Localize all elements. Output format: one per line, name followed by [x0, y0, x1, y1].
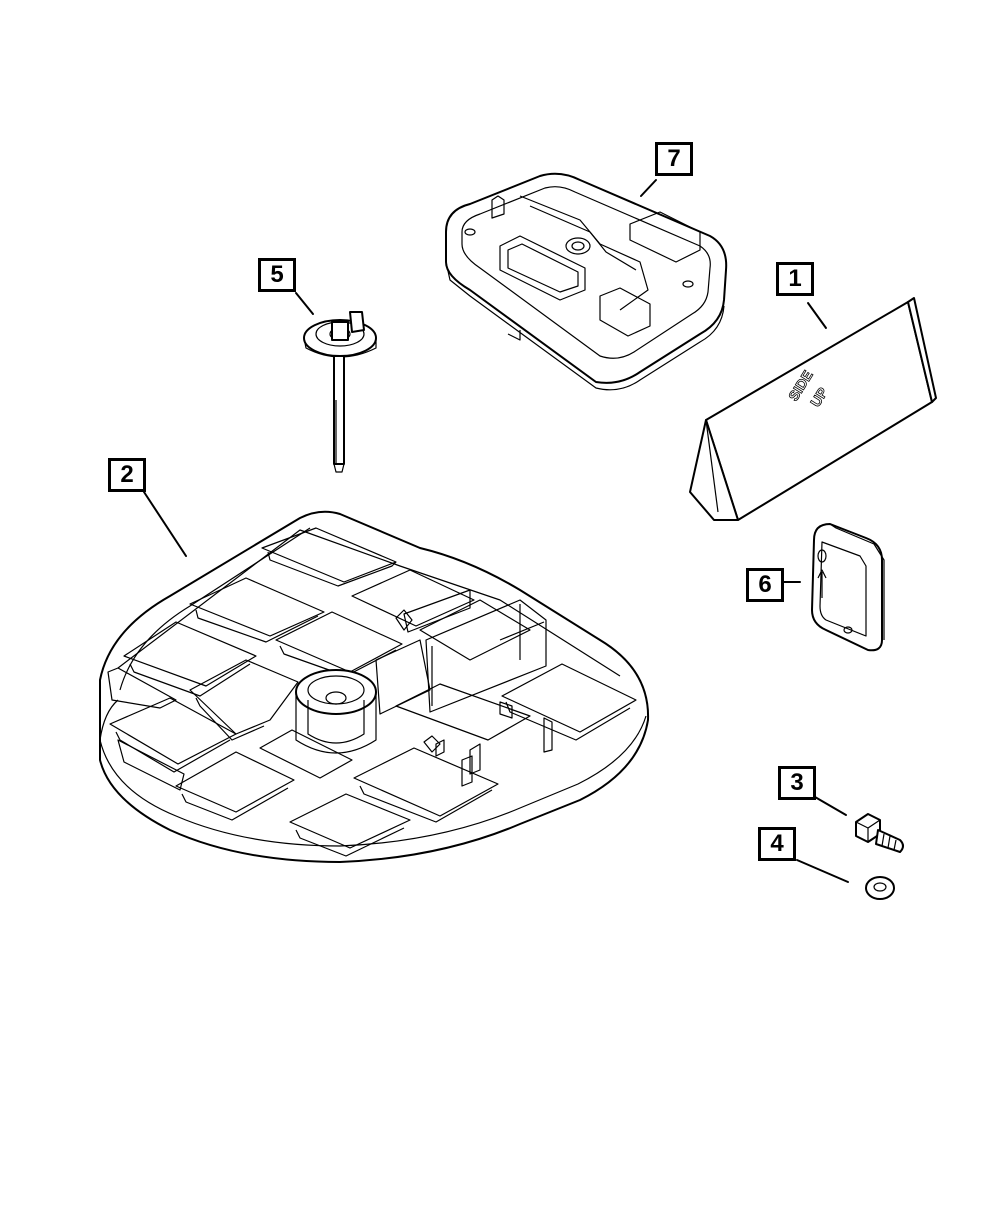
callout-6: 6: [746, 568, 784, 602]
callout-2: 2: [108, 458, 146, 492]
callout-3: 3: [778, 766, 816, 800]
part-2-storage-tray: [99, 510, 650, 863]
leader-line-4: [796, 859, 849, 883]
leader-lines: [143, 179, 849, 883]
part-4-washer: [865, 876, 895, 900]
part-7-tool-tray: [445, 172, 728, 391]
callout-1: 1: [776, 262, 814, 296]
leader-line-7: [640, 179, 657, 197]
part-5-wing-bolt: [303, 311, 377, 473]
part-3-bolt: [855, 813, 904, 853]
leader-line-5: [295, 292, 314, 315]
leader-line-3: [814, 796, 847, 816]
leader-line-2: [143, 491, 187, 557]
leader-line-1: [807, 302, 827, 329]
part-1-foam-block: SIDE UP: [689, 297, 937, 521]
part-6-foam-pad: [811, 523, 885, 652]
callout-4: 4: [758, 827, 796, 861]
callout-7: 7: [655, 142, 693, 176]
callout-5: 5: [258, 258, 296, 292]
